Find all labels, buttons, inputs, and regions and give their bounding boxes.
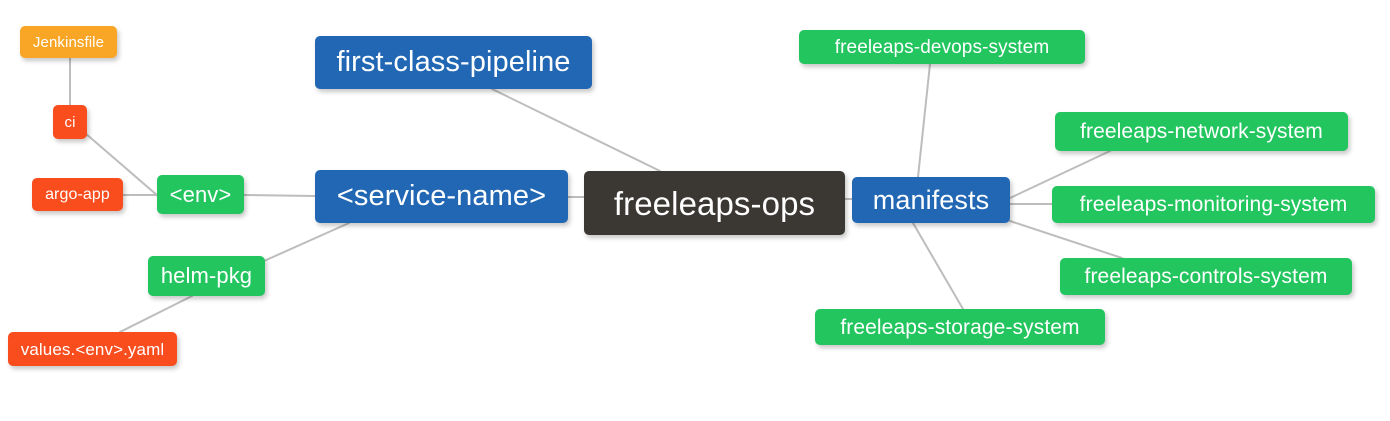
- mindmap-node-jenkinsfile[interactable]: Jenkinsfile: [20, 26, 117, 58]
- mindmap-edge-helm-pkg-to-service-name: [263, 222, 350, 262]
- mindmap-node-argo-app[interactable]: argo-app: [32, 178, 123, 211]
- mindmap-node-freeleaps-monitoring-system[interactable]: freeleaps-monitoring-system: [1052, 186, 1375, 223]
- mindmap-node-freeleaps-storage-system[interactable]: freeleaps-storage-system: [815, 309, 1105, 345]
- mindmap-node-ci[interactable]: ci: [53, 105, 87, 139]
- mindmap-node-env[interactable]: <env>: [157, 175, 244, 214]
- mindmap-node-freeleaps-ops[interactable]: freeleaps-ops: [584, 171, 845, 235]
- mindmap-node-service-name[interactable]: <service-name>: [315, 170, 568, 223]
- mindmap-node-values-env-yaml[interactable]: values.<env>.yaml: [8, 332, 177, 366]
- mindmap-node-freeleaps-controls-system[interactable]: freeleaps-controls-system: [1060, 258, 1352, 295]
- mindmap-node-manifests[interactable]: manifests: [852, 177, 1010, 223]
- mindmap-edge-manifests-to-freeleaps-controls-system: [1009, 220, 1123, 259]
- mindmap-edge-manifests-to-freeleaps-devops-system: [917, 63, 931, 178]
- mindmap-edge-values-env-yaml-to-helm-pkg: [119, 295, 193, 333]
- mindmap-edge-manifests-to-freeleaps-storage-system: [912, 222, 964, 310]
- mindmap-node-freeleaps-devops-system[interactable]: freeleaps-devops-system: [799, 30, 1085, 64]
- mindmap-node-freeleaps-network-system[interactable]: freeleaps-network-system: [1055, 112, 1348, 151]
- mindmap-node-helm-pkg[interactable]: helm-pkg: [148, 256, 265, 296]
- mindmap-edge-first-class-pipeline-to-freeleaps-ops: [491, 88, 661, 172]
- mindmap-edge-env-to-service-name: [243, 194, 316, 197]
- mindmap-node-first-class-pipeline[interactable]: first-class-pipeline: [315, 36, 592, 89]
